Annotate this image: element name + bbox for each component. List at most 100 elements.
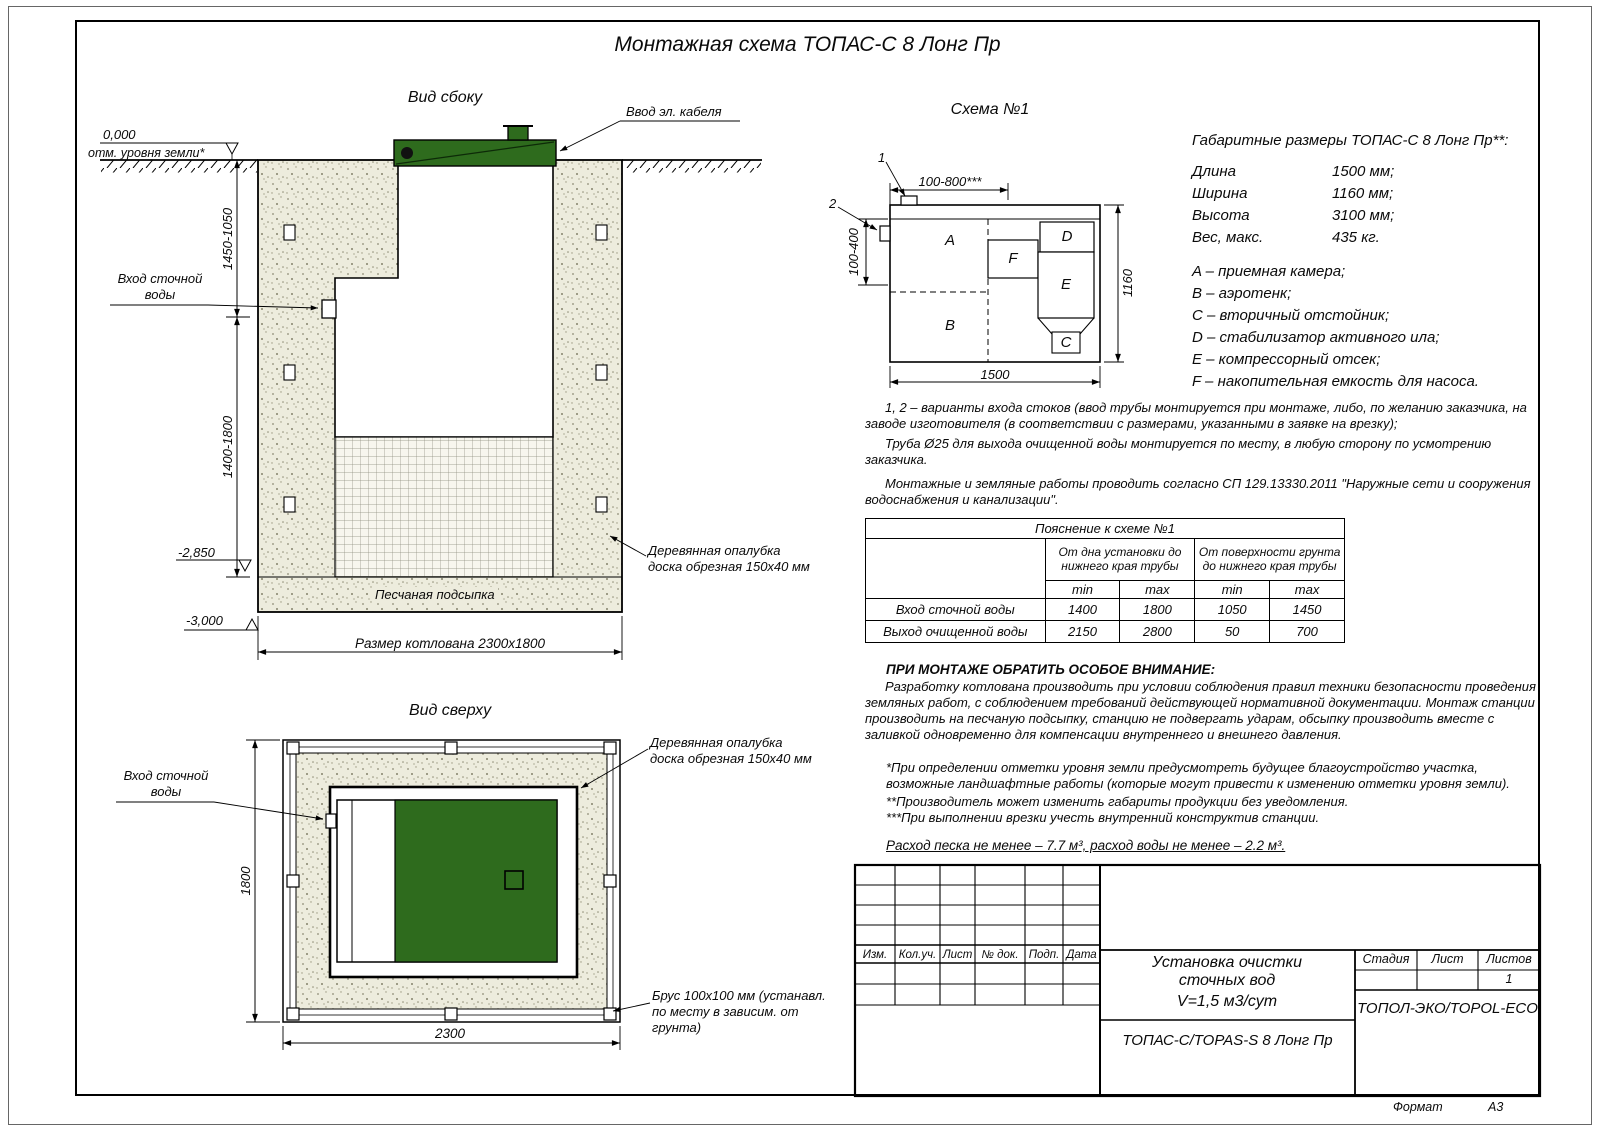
tank-lid-top bbox=[394, 799, 558, 963]
row-value: 2150 bbox=[1044, 620, 1121, 643]
legend-item: D – стабилизатор активного ила; bbox=[1192, 329, 1440, 346]
scheme-dim-left: 100-400 bbox=[846, 228, 862, 276]
max-cell: max bbox=[1119, 580, 1196, 599]
sand-bed bbox=[334, 436, 554, 578]
compartment-a: A bbox=[944, 232, 955, 249]
scheme-marker-1: 1 bbox=[878, 150, 886, 165]
sheets-label: Листов bbox=[1486, 952, 1532, 966]
table-title-row: Пояснение к схеме №1 bbox=[865, 518, 1345, 539]
legend-item: A – приемная камера; bbox=[1192, 263, 1346, 280]
table-corner-cell bbox=[865, 538, 1046, 599]
row-value: 1050 bbox=[1194, 598, 1271, 621]
min-cell: min bbox=[1194, 580, 1271, 599]
attention-heading: ПРИ МОНТАЖЕ ОБРАТИТЬ ОСОБОЕ ВНИМАНИЕ: bbox=[886, 662, 1216, 677]
lid-hatch-top bbox=[504, 870, 524, 890]
table-group1: От дна установки до нижнего края трубы bbox=[1044, 538, 1196, 581]
row-label: Вход сточной воды bbox=[865, 598, 1046, 621]
compartment-c: C bbox=[1060, 334, 1072, 351]
note-inlet-variants: 1, 2 – варианты входа стоков (ввод трубы… bbox=[865, 400, 1527, 431]
row-label: Выход очищенной воды bbox=[865, 620, 1046, 643]
title-block-lines bbox=[853, 863, 1542, 1098]
explanation-table: Пояснение к схеме №1 От дна установки до… bbox=[865, 518, 1345, 643]
lid-cap bbox=[401, 147, 413, 159]
cable-entry-label: Ввод эл. кабеля bbox=[626, 104, 722, 119]
consumption-note: Расход песка не менее – 7.7 м³, расход в… bbox=[886, 838, 1286, 853]
overall-row-label: Длина bbox=[1192, 163, 1236, 180]
overall-row-label: Вес, макс. bbox=[1192, 229, 1264, 246]
top-dim-width: 2300 bbox=[434, 1026, 466, 1041]
row-value: 2800 bbox=[1119, 620, 1196, 643]
project-name: Установка очистки сточных вод bbox=[1151, 954, 1302, 990]
inlet-stub-side bbox=[321, 299, 337, 319]
min-cell: min bbox=[1044, 580, 1121, 599]
side-view-heading: Вид сбоку bbox=[407, 89, 483, 106]
attention-star3: ***При выполнении врезки учесть внутренн… bbox=[886, 810, 1320, 825]
table-minmax-row: min max min max bbox=[866, 580, 1345, 599]
legend-item: B – аэротенк; bbox=[1192, 285, 1292, 302]
rev-header-podp: Подп. bbox=[1028, 949, 1060, 961]
inlet-stub-top bbox=[325, 813, 337, 829]
pit-size-label: Размер котлована 2300x1800 bbox=[354, 636, 546, 651]
row-value: 1800 bbox=[1119, 598, 1196, 621]
rev-header-izm: Изм. bbox=[862, 949, 888, 961]
note-outlet-pipe: Труба Ø25 для выхода очищенной воды монт… bbox=[865, 436, 1492, 467]
sheet-label: Лист bbox=[1431, 952, 1464, 966]
level-2850-label: -2,850 bbox=[178, 545, 215, 560]
sheet-outer-border bbox=[8, 6, 1592, 1125]
scheme-dim-top: 100-800*** bbox=[918, 174, 982, 189]
rev-header-list: Лист bbox=[942, 949, 973, 961]
beam-label: Брус 100x100 мм (устанавл. по месту в за… bbox=[652, 988, 826, 1035]
row-value: 700 bbox=[1269, 620, 1345, 643]
row-value: 50 bbox=[1194, 620, 1271, 643]
note-sp-standard: Монтажные и земляные работы проводить со… bbox=[865, 476, 1531, 507]
company-name: ТОПОЛ-ЭКО/TOPOL-ECO bbox=[1357, 1000, 1538, 1017]
top-inlet-label: Вход сточной воды bbox=[123, 768, 209, 799]
rev-header-data: Дата bbox=[1066, 949, 1097, 961]
compartment-e: E bbox=[1060, 276, 1071, 293]
table-group2: От поверхности грунта до нижнего края тр… bbox=[1194, 538, 1345, 581]
legend-item: F – накопительная емкость для насоса. bbox=[1192, 373, 1479, 390]
row-value: 1450 bbox=[1269, 598, 1345, 621]
max-cell: max bbox=[1269, 580, 1345, 599]
attention-paragraph: Разработку котлована производить при усл… bbox=[865, 679, 1536, 742]
overall-row-value: 435 кг. bbox=[1332, 229, 1380, 246]
attention-star1: *При определении отметки уровня земли пр… bbox=[886, 760, 1510, 791]
compartment-b: B bbox=[944, 317, 955, 334]
table-group-row: От дна установки до нижнего края трубы О… bbox=[865, 538, 1345, 599]
format-label: Формат bbox=[1393, 1100, 1443, 1114]
rev-header-doc: № док. bbox=[981, 949, 1019, 961]
row-value: 1400 bbox=[1044, 598, 1121, 621]
attention-star2: **Производитель может изменить габариты … bbox=[886, 794, 1349, 809]
scheme-marker-2: 2 bbox=[829, 196, 837, 211]
top-view-heading: Вид сверху bbox=[408, 702, 492, 719]
overall-row-label: Высота bbox=[1192, 207, 1250, 224]
side-inlet-label: Вход сточной воды bbox=[117, 271, 203, 302]
rev-header-koluch: Кол.уч. bbox=[898, 949, 937, 961]
format-value: А3 bbox=[1488, 1100, 1504, 1114]
scheme-dim-right: 1160 bbox=[1120, 269, 1136, 297]
overall-heading: Габаритные размеры ТОПАС-С 8 Лонг Пр**: bbox=[1192, 132, 1509, 149]
legend-item: C – вторичный отстойник; bbox=[1192, 307, 1390, 324]
scheme1-drawing bbox=[837, 161, 1124, 388]
legend-item: E – компрессорный отсек; bbox=[1192, 351, 1381, 368]
dim-upper-label: 1450-1050 bbox=[220, 207, 236, 271]
overall-row-value: 1500 мм; bbox=[1332, 163, 1395, 180]
table-title: Пояснение к схеме №1 bbox=[865, 518, 1345, 539]
scheme-heading: Схема №1 bbox=[950, 101, 1030, 118]
compartment-d: D bbox=[1061, 228, 1073, 245]
overall-row-value: 3100 мм; bbox=[1332, 207, 1395, 224]
sheet-title: Монтажная схема ТОПАС-С 8 Лонг Пр bbox=[614, 33, 1001, 56]
ground-level-label: отм. уровня земли* bbox=[88, 146, 205, 160]
table-row: Выход очищенной воды 2150 2800 50 700 bbox=[865, 620, 1345, 643]
top-formwork-label: Деревянная опалубка доска обрезная 150x4… bbox=[650, 735, 812, 766]
level-3000-label: -3,000 bbox=[186, 613, 223, 628]
side-formwork-label: Деревянная опалубка доска обрезная 150x4… bbox=[648, 543, 810, 574]
level-zero-label: 0,000 bbox=[103, 127, 136, 142]
table-row: Вход сточной воды 1400 1800 1050 1450 bbox=[865, 598, 1345, 621]
stage-label: Стадия bbox=[1362, 952, 1410, 966]
dim-lower-label: 1400-1800 bbox=[220, 415, 236, 479]
model-designation: ТОПАС-С/TOPAS-S 8 Лонг Пр bbox=[1122, 1032, 1333, 1049]
sheet-main-frame bbox=[75, 20, 1540, 1096]
